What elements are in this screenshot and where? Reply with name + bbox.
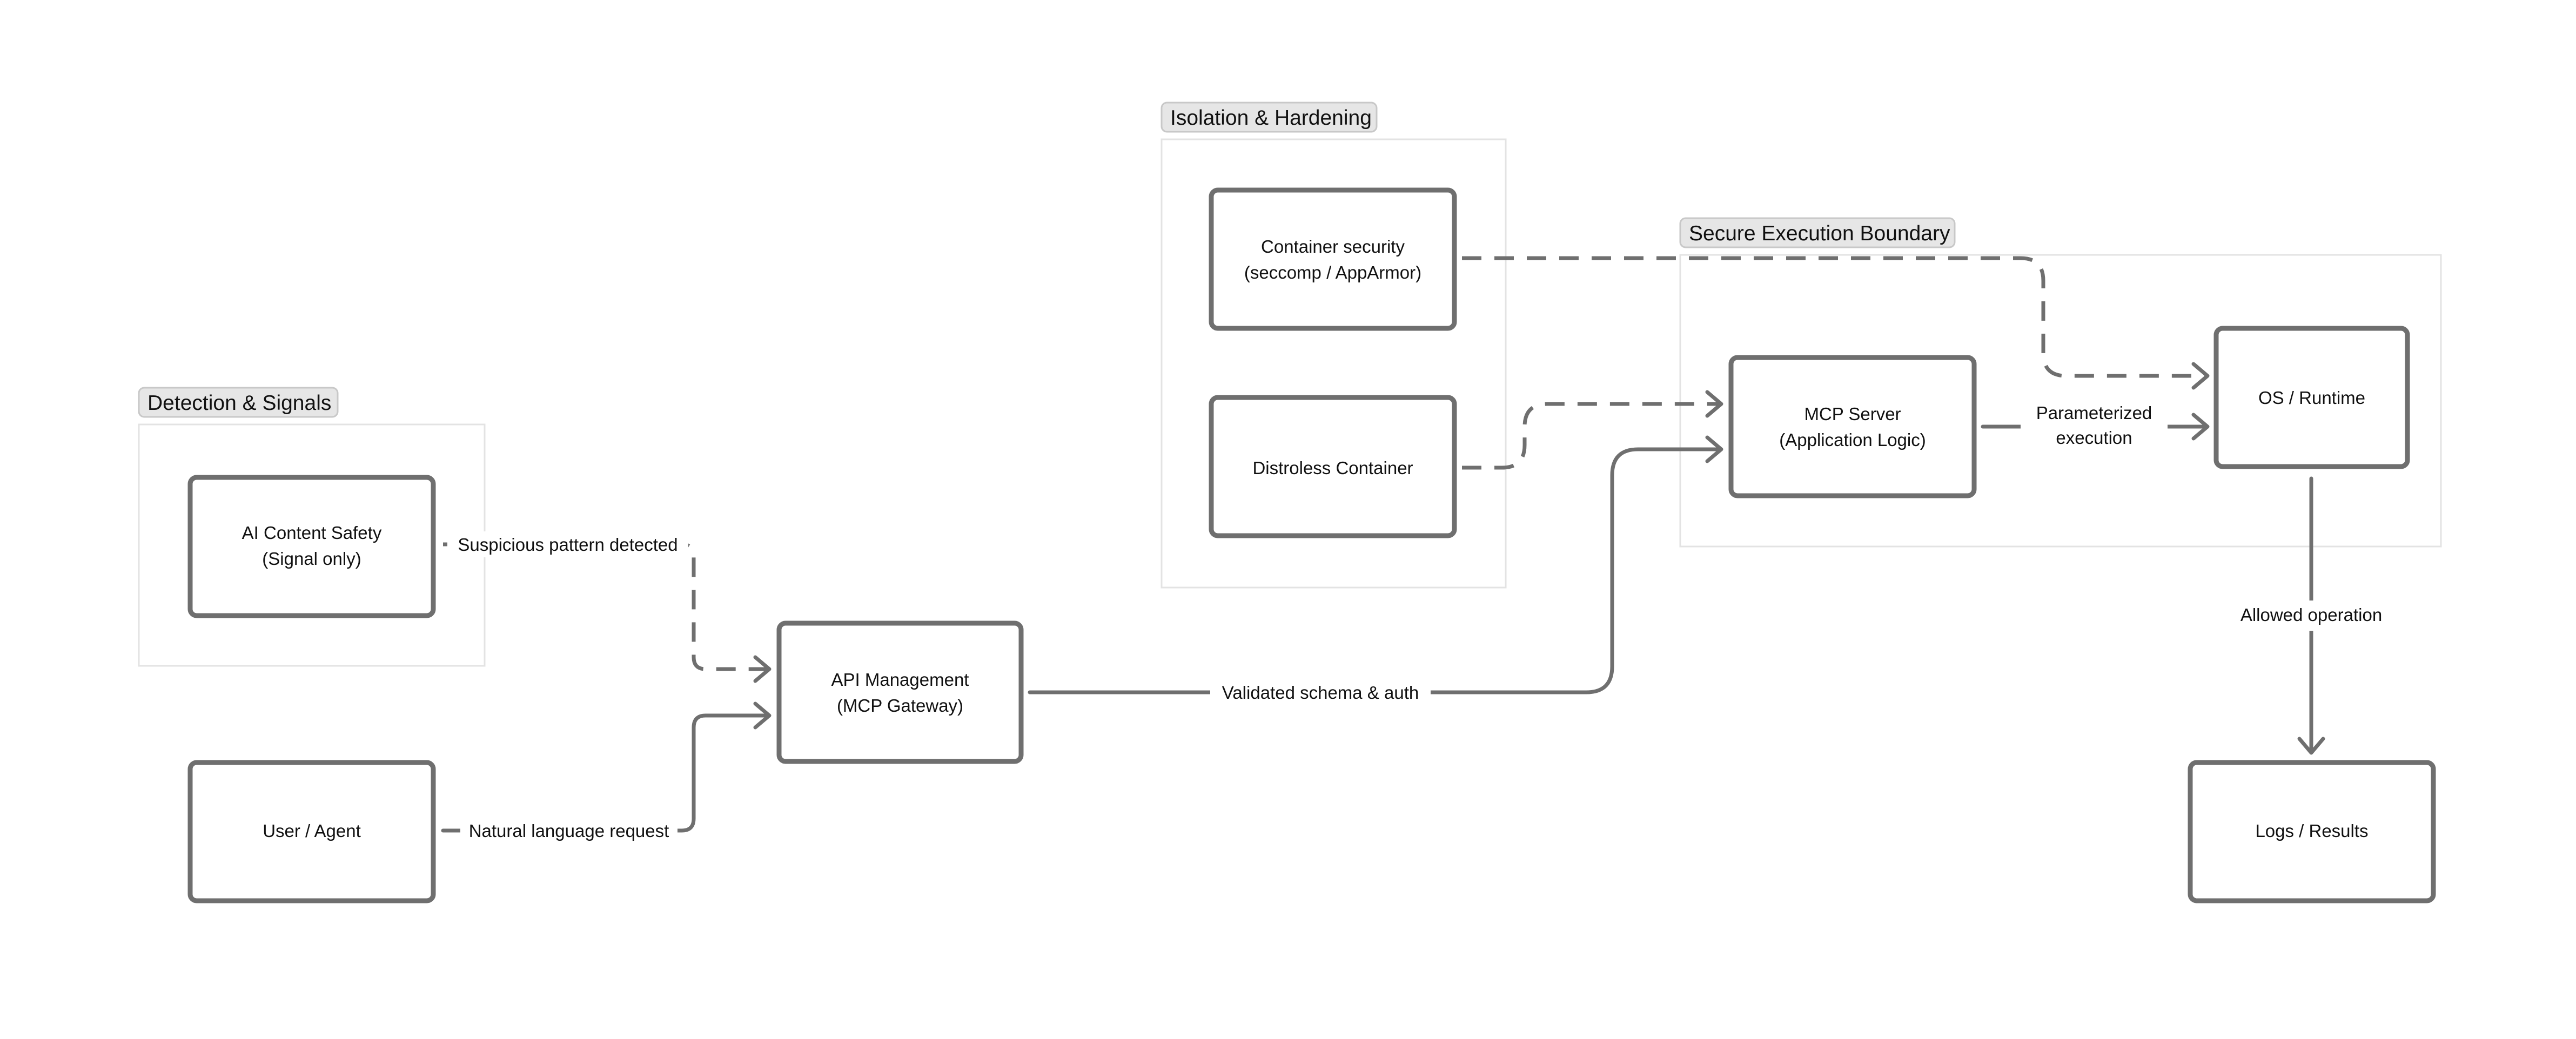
- edge-natural-language-request: Natural language request: [441, 701, 772, 844]
- node-mcp-server[interactable]: MCP Server (Application Logic): [1728, 355, 1977, 498]
- node-container-security-line2: (seccomp / AppArmor): [1244, 262, 1421, 282]
- node-api-management[interactable]: API Management (MCP Gateway): [776, 620, 1024, 764]
- node-api-management-line1: API Management: [831, 670, 969, 690]
- node-mcp-server-line2: (Application Logic): [1779, 430, 1926, 450]
- node-distroless-container[interactable]: Distroless Container: [1209, 395, 1457, 538]
- node-ai-content-safety-line2: (Signal only): [262, 549, 361, 569]
- node-user-agent-line1: User / Agent: [263, 821, 361, 841]
- edge-label-validated: Validated schema & auth: [1222, 683, 1419, 703]
- node-distroless-container-line1: Distroless Container: [1252, 458, 1413, 478]
- node-mcp-server-line1: MCP Server: [1804, 404, 1901, 424]
- group-label-isolation: Isolation & Hardening: [1170, 106, 1372, 130]
- edge-label-parameterized-2: execution: [2056, 428, 2132, 448]
- node-ai-content-safety-line1: AI Content Safety: [242, 523, 382, 543]
- edge-label-allowed: Allowed operation: [2240, 605, 2382, 625]
- edge-suspicious-pattern: Suspicious pattern detected: [443, 531, 772, 683]
- edge-parameterized-execution: Parameterized execution: [1981, 397, 2210, 451]
- edge-label-suspicious: Suspicious pattern detected: [458, 535, 677, 555]
- edge-distroless-to-mcp: [1462, 390, 1723, 470]
- group-label-secure: Secure Execution Boundary: [1689, 222, 1950, 245]
- node-ai-content-safety[interactable]: AI Content Safety (Signal only): [187, 475, 436, 618]
- group-label-detection: Detection & Signals: [147, 392, 331, 415]
- edge-allowed-operation: Allowed operation: [2231, 476, 2391, 755]
- node-logs-results-line1: Logs / Results: [2255, 821, 2368, 841]
- edge-label-natural-language: Natural language request: [469, 821, 669, 841]
- node-logs-results[interactable]: Logs / Results: [2188, 760, 2436, 903]
- node-os-runtime[interactable]: OS / Runtime: [2213, 326, 2410, 469]
- edge-label-parameterized-1: Parameterized: [2036, 403, 2152, 423]
- node-os-runtime-line1: OS / Runtime: [2258, 388, 2365, 408]
- node-container-security[interactable]: Container security (seccomp / AppArmor): [1209, 187, 1457, 331]
- edge-container-security-to-os: [1462, 256, 2210, 390]
- node-api-management-line2: (MCP Gateway): [837, 696, 963, 716]
- edge-validated-schema-auth: Validated schema & auth: [1028, 435, 1723, 705]
- node-container-security-line1: Container security: [1261, 237, 1405, 257]
- node-user-agent[interactable]: User / Agent: [187, 760, 436, 903]
